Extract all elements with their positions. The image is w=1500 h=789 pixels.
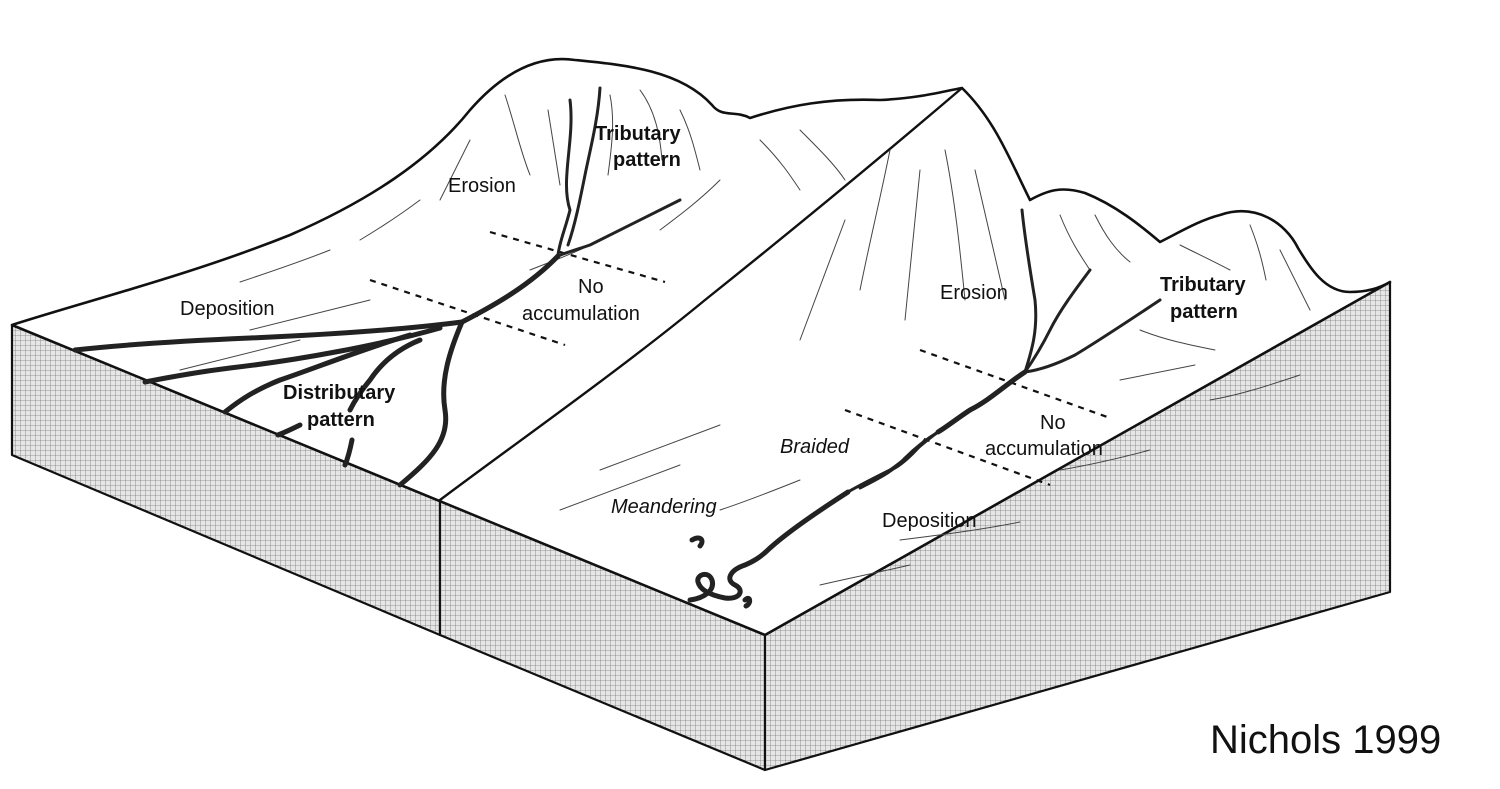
right-tributary-channels — [1020, 208, 1162, 374]
central-ridge-line — [438, 86, 964, 502]
right-erosion-label: Erosion — [940, 282, 1008, 304]
source-credit: Nichols 1999 — [1210, 718, 1441, 762]
right-no-accumulation-line1: No — [1040, 412, 1066, 434]
right-tributary-label-line2: pattern — [1170, 301, 1238, 323]
left-distributary-channels — [72, 253, 561, 488]
left-tributary-label-line2: pattern — [613, 149, 681, 171]
left-lower-zone-boundary — [369, 278, 566, 347]
left-tributary-channels — [556, 86, 682, 258]
left-no-accumulation-line2: accumulation — [522, 303, 640, 325]
left-distributary-label-line2: pattern — [307, 409, 375, 431]
left-deposition-label: Deposition — [180, 298, 275, 320]
terrain-surface — [10, 57, 1392, 637]
left-no-accumulation-line1: No — [578, 276, 604, 298]
right-deposition-label: Deposition — [882, 510, 977, 532]
left-tributary-label-line1: Tributary — [595, 123, 681, 145]
right-no-accumulation-line2: accumulation — [985, 438, 1103, 460]
braided-label: Braided — [780, 436, 850, 458]
left-erosion-label: Erosion — [448, 175, 516, 197]
right-tributary-label-line1: Tributary — [1160, 274, 1246, 296]
meandering-label: Meandering — [611, 496, 717, 518]
right-main-channel — [687, 369, 1028, 609]
right-lower-zone-boundary — [844, 408, 1051, 487]
left-distributary-label-line1: Distributary — [283, 382, 396, 404]
right-upper-zone-boundary — [919, 348, 1111, 420]
slope-hatching — [179, 89, 1311, 586]
